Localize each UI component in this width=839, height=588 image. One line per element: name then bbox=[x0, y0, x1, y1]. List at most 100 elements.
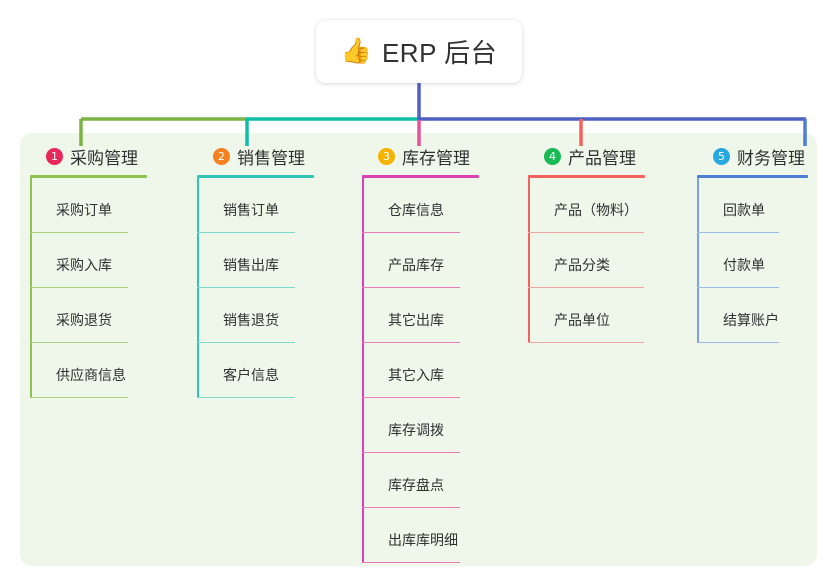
branch-badge-5: 5 bbox=[713, 147, 730, 165]
branch-children-1: 采购订单采购入库采购退货供应商信息 bbox=[30, 178, 147, 398]
leaf-stem bbox=[362, 233, 364, 288]
leaf-underline bbox=[362, 341, 460, 343]
leaf-node[interactable]: 其它入库 bbox=[362, 343, 479, 398]
leaf-underline bbox=[528, 341, 644, 343]
leaf-label: 采购退货 bbox=[56, 312, 112, 328]
leaf-underline bbox=[197, 341, 295, 343]
branch-children-4: 产品（物料） 产品分类产品单位 bbox=[528, 178, 645, 343]
leaf-label: 供应商信息 bbox=[56, 367, 126, 383]
branch-column-4: 4 产品管理产品（物料） 产品分类产品单位 bbox=[528, 143, 645, 343]
leaf-underline bbox=[528, 286, 644, 288]
leaf-underline bbox=[362, 286, 460, 288]
leaf-stem bbox=[197, 233, 199, 288]
leaf-stem bbox=[362, 398, 364, 453]
leaf-stem bbox=[697, 288, 699, 343]
leaf-node[interactable]: 采购订单 bbox=[30, 178, 147, 233]
leaf-label: 销售退货 bbox=[223, 312, 279, 328]
leaf-label: 结算账户 bbox=[723, 312, 779, 328]
leaf-label: 采购订单 bbox=[56, 202, 112, 218]
leaf-node[interactable]: 库存调拨 bbox=[362, 398, 479, 453]
branch-children-2: 销售订单销售出库销售退货客户信息 bbox=[197, 178, 314, 398]
leaf-underline bbox=[697, 286, 779, 288]
branch-title-4: 产品管理 bbox=[568, 148, 636, 168]
leaf-stem bbox=[362, 178, 364, 233]
leaf-node[interactable]: 仓库信息 bbox=[362, 178, 479, 233]
leaf-stem bbox=[197, 178, 199, 233]
leaf-underline bbox=[30, 286, 128, 288]
branch-title-1: 采购管理 bbox=[70, 148, 138, 168]
leaf-underline bbox=[30, 396, 128, 398]
leaf-stem bbox=[362, 453, 364, 508]
leaf-label: 仓库信息 bbox=[388, 202, 444, 218]
branch-children-5: 回款单付款单结算账户 bbox=[697, 178, 808, 343]
branch-badge-4: 4 bbox=[544, 147, 561, 165]
leaf-node[interactable]: 回款单 bbox=[697, 178, 808, 233]
leaf-underline bbox=[362, 396, 460, 398]
leaf-node[interactable]: 出库库明细 bbox=[362, 508, 479, 563]
root-node-title: ERP 后台 bbox=[381, 38, 498, 68]
diagram-panel bbox=[20, 133, 817, 566]
leaf-underline bbox=[30, 341, 128, 343]
leaf-stem bbox=[528, 233, 530, 288]
leaf-label: 库存调拨 bbox=[388, 422, 444, 438]
leaf-label: 客户信息 bbox=[223, 367, 279, 383]
leaf-node[interactable]: 销售出库 bbox=[197, 233, 314, 288]
branch-header-3[interactable]: 3 库存管理 bbox=[362, 143, 479, 169]
leaf-underline bbox=[362, 506, 460, 508]
leaf-label: 付款单 bbox=[723, 257, 765, 273]
leaf-node[interactable]: 其它出库 bbox=[362, 288, 479, 343]
leaf-node[interactable]: 客户信息 bbox=[197, 343, 314, 398]
leaf-stem bbox=[697, 233, 699, 288]
leaf-underline bbox=[528, 231, 644, 233]
root-node-content: 👍 ERP 后台 bbox=[341, 33, 497, 70]
leaf-label: 其它入库 bbox=[388, 367, 444, 383]
leaf-node[interactable]: 付款单 bbox=[697, 233, 808, 288]
leaf-underline bbox=[362, 231, 460, 233]
root-node[interactable]: 👍 ERP 后台 bbox=[316, 20, 522, 83]
leaf-node[interactable]: 产品单位 bbox=[528, 288, 645, 343]
leaf-label: 产品单位 bbox=[554, 312, 610, 328]
leaf-label: 库存盘点 bbox=[388, 477, 444, 493]
leaf-node[interactable]: 销售订单 bbox=[197, 178, 314, 233]
leaf-stem bbox=[30, 343, 32, 398]
branch-column-3: 3 库存管理仓库信息产品库存其它出库其它入库库存调拨库存盘点出库库明细 bbox=[362, 143, 479, 563]
leaf-node[interactable]: 供应商信息 bbox=[30, 343, 147, 398]
branch-rule-2 bbox=[197, 175, 314, 178]
leaf-stem bbox=[30, 178, 32, 233]
branch-title-2: 销售管理 bbox=[237, 148, 305, 168]
leaf-node[interactable]: 结算账户 bbox=[697, 288, 808, 343]
leaf-underline bbox=[362, 451, 460, 453]
leaf-stem bbox=[197, 343, 199, 398]
leaf-node[interactable]: 产品库存 bbox=[362, 233, 479, 288]
leaf-underline bbox=[197, 286, 295, 288]
leaf-underline bbox=[197, 396, 295, 398]
thumbs-up-icon: 👍 bbox=[340, 37, 372, 65]
branch-rule-3 bbox=[362, 175, 479, 178]
leaf-stem bbox=[528, 178, 530, 233]
leaf-underline bbox=[697, 231, 779, 233]
leaf-stem bbox=[362, 508, 364, 563]
leaf-label: 产品库存 bbox=[388, 257, 444, 273]
branch-children-3: 仓库信息产品库存其它出库其它入库库存调拨库存盘点出库库明细 bbox=[362, 178, 479, 563]
leaf-stem bbox=[697, 178, 699, 233]
leaf-node[interactable]: 销售退货 bbox=[197, 288, 314, 343]
leaf-label: 产品分类 bbox=[554, 257, 610, 273]
leaf-node[interactable]: 库存盘点 bbox=[362, 453, 479, 508]
leaf-underline bbox=[30, 231, 128, 233]
branch-header-4[interactable]: 4 产品管理 bbox=[528, 143, 645, 169]
branch-badge-3: 3 bbox=[378, 147, 395, 165]
leaf-node[interactable]: 采购入库 bbox=[30, 233, 147, 288]
leaf-label: 产品（物料） bbox=[554, 202, 638, 218]
leaf-node[interactable]: 产品（物料） bbox=[528, 178, 645, 233]
branch-title-3: 库存管理 bbox=[402, 148, 470, 168]
leaf-node[interactable]: 产品分类 bbox=[528, 233, 645, 288]
leaf-label: 采购入库 bbox=[56, 257, 112, 273]
leaf-stem bbox=[362, 343, 364, 398]
leaf-node[interactable]: 采购退货 bbox=[30, 288, 147, 343]
